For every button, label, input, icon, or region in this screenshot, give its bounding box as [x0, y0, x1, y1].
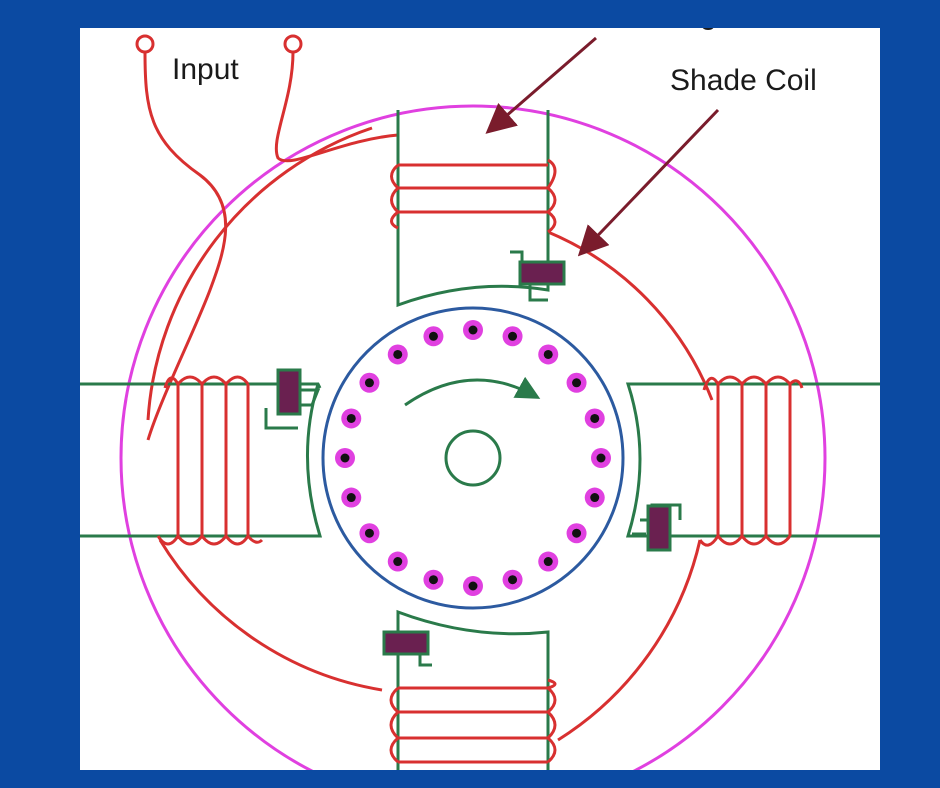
- winding-top: [390, 158, 557, 234]
- stator-ring: [119, 104, 827, 770]
- rotor-bar-core: [364, 378, 374, 388]
- rotor-bar-core: [393, 557, 403, 567]
- rotor-bar-core: [346, 493, 356, 503]
- rotor-bar-core: [508, 331, 518, 341]
- rotor-bar-core: [543, 557, 553, 567]
- input-terminal-right: [283, 34, 303, 54]
- rotor-bar-core: [428, 575, 438, 585]
- input-leads: [135, 34, 399, 441]
- rotor-bar-core: [393, 349, 403, 359]
- rotor-bar-core: [543, 349, 553, 359]
- rotor-bar-core: [468, 581, 478, 591]
- shade-coil-label: Shade Coil: [670, 64, 817, 97]
- shade-coil-bottom: [382, 630, 430, 656]
- main-winding-pointer: [485, 36, 597, 134]
- shade-coil-right: [646, 504, 672, 552]
- input-terminal-left: [135, 34, 155, 54]
- shade-coil-pointer: [577, 108, 720, 257]
- winding-right: [698, 375, 804, 547]
- input-label: Input: [172, 53, 239, 86]
- rotor-bar-core: [590, 493, 600, 503]
- rotation-arrow-icon: [404, 376, 541, 407]
- winding-left: [156, 375, 264, 546]
- rotor-bar-core: [428, 331, 438, 341]
- rotor-bar-core: [572, 378, 582, 388]
- rotor-bar-core: [364, 528, 374, 538]
- rotor-bar-core: [346, 413, 356, 423]
- rotor-bar-core: [340, 453, 350, 463]
- rotor-ring: [321, 306, 625, 610]
- winding-connections: [146, 126, 714, 742]
- rotor-bar-core: [508, 575, 518, 585]
- rotor-bar-core: [468, 325, 478, 335]
- rotor-bars: [335, 320, 611, 596]
- rotor-bar-core: [596, 453, 606, 463]
- winding-bottom: [389, 678, 557, 764]
- rotor-bar-core: [590, 413, 600, 423]
- shade-coil-top: [518, 260, 566, 286]
- main-winding-label: Main Winding: [535, 0, 717, 31]
- rotor-bar-core: [572, 528, 582, 538]
- pole-left: [80, 382, 323, 538]
- shade-coil-left: [276, 368, 302, 416]
- rotor-shaft: [444, 429, 502, 487]
